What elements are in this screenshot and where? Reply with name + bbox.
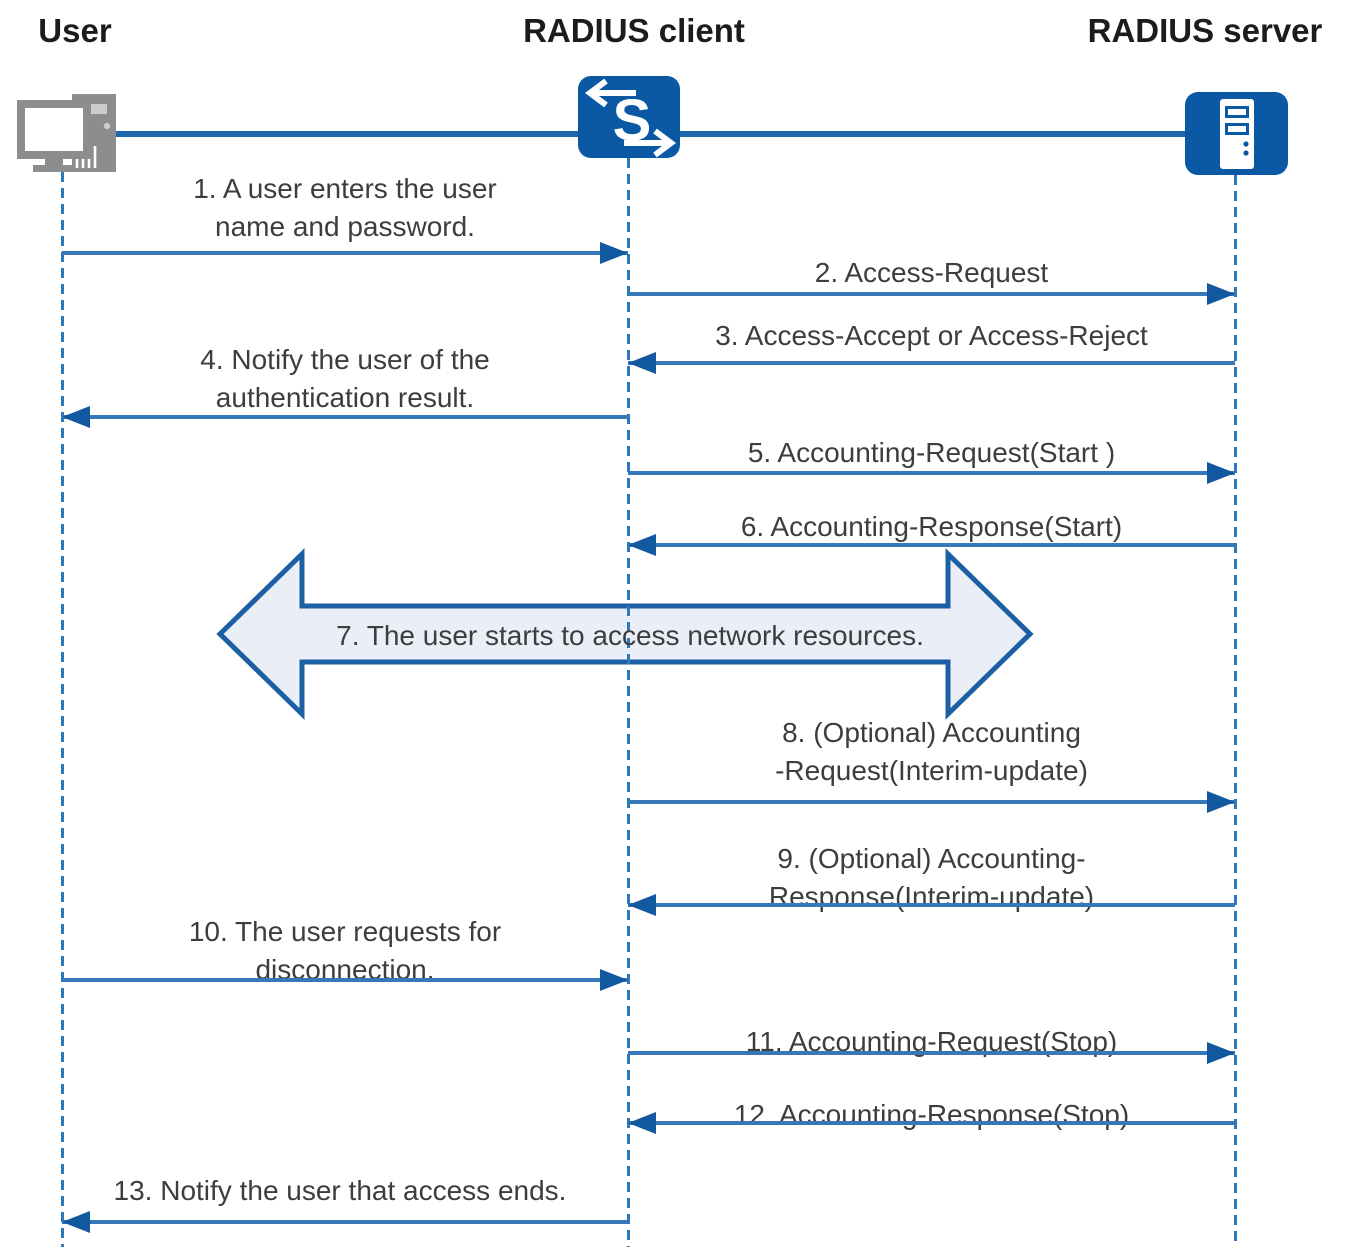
lifeline-user [61,172,64,1247]
server-icon [1185,92,1288,175]
message-7-label: 7. The user starts to access network res… [336,620,924,651]
arrowhead-left [62,406,90,428]
message-6-arrow [628,534,1235,556]
message-9-arrow [628,894,1235,916]
message-8-label: 8. (Optional) Accounting -Request(Interi… [775,717,1088,786]
message-1-label: 1. A user enters the user name and passw… [193,173,497,242]
bidirectional-access-band [216,548,1034,720]
message-8-arrow [628,791,1235,813]
message-13-arrow [62,1211,628,1233]
arrowhead-left [628,894,656,916]
message-2-label: 2. Access-Request [814,257,1049,288]
message-5-label: 5. Accounting-Request(Start ) [747,437,1116,468]
lifeline-radius-client [627,158,630,1247]
lifeline-radius-server [1234,175,1237,1243]
message-12-label: 12. Accounting-Response(Stop) [733,1099,1130,1130]
message-4-arrow [62,406,628,428]
arrowhead-right [600,969,628,991]
actor-title-radius-server: RADIUS server [1087,12,1323,49]
switch-icon: S [578,76,680,158]
message-12-arrow [628,1112,1235,1134]
message-10-arrow [62,969,628,991]
arrowhead-right [1207,1042,1235,1064]
message-6-label: 6. Accounting-Response(Start) [740,511,1123,542]
message-3-arrow [628,352,1235,374]
arrowhead-right [600,242,628,264]
arrowhead-left [62,1211,90,1233]
message-2-arrow [628,283,1235,305]
arrowhead-right [1207,462,1235,484]
actor-title-user: User [38,12,112,49]
user-computer-icon [17,94,116,172]
arrowhead-right [1207,283,1235,305]
arrowhead-left [628,352,656,374]
message-3-label: 3. Access-Accept or Access-Reject [715,320,1148,351]
message-11-label: 11. Accounting-Request(Stop) [745,1026,1118,1057]
arrowhead-right [1207,791,1235,813]
message-1-arrow [62,242,628,264]
message-4-label: 4. Notify the user of the authentication… [200,344,490,413]
arrowhead-left [628,1112,656,1134]
actor-title-radius-client: RADIUS client [523,12,745,49]
arrowhead-left [628,534,656,556]
message-11-arrow [628,1042,1235,1064]
message-5-arrow [628,462,1235,484]
message-13-label: 13. Notify the user that access ends. [113,1175,567,1206]
